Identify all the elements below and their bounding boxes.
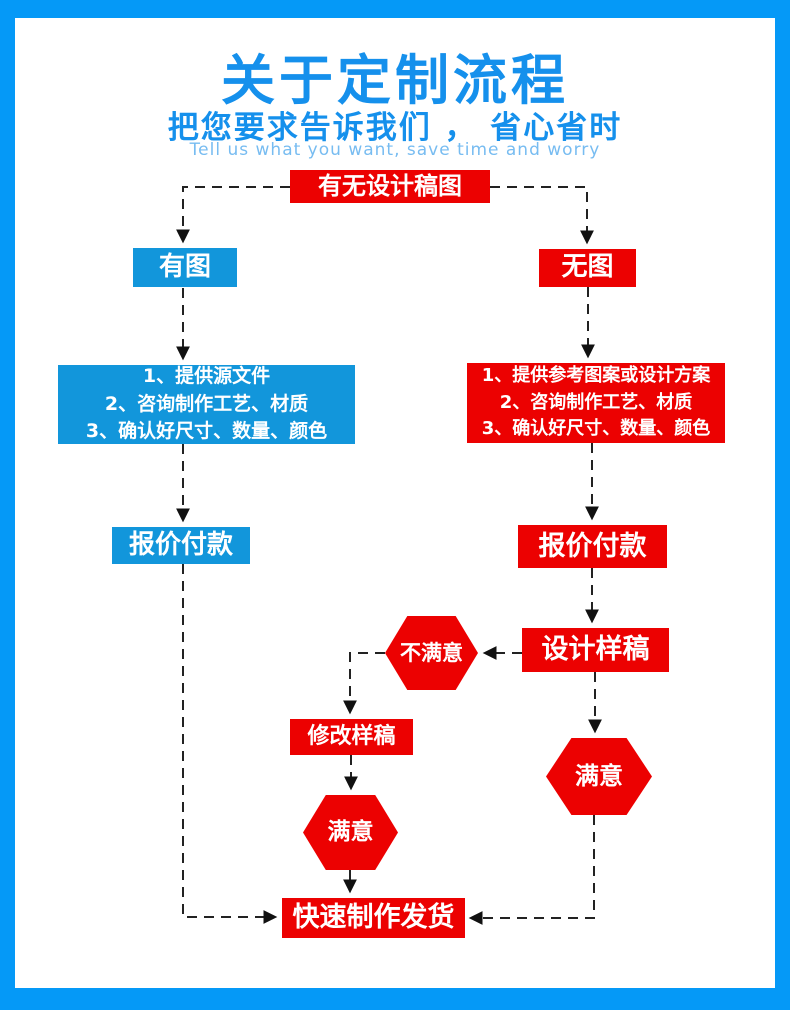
page-subtitle: 把您要求告诉我们 ， 省心省时 <box>167 110 623 146</box>
node-design-draft: 设计样稿 <box>522 628 669 672</box>
page-title: 关于定制流程 <box>221 49 569 112</box>
node-left-steps: 1、提供源文件 2、咨询制作工艺、材质 3、确认好尺寸、数量、颜色 <box>58 365 355 444</box>
right-step-1: 1、提供参考图案或设计方案 <box>481 364 711 386</box>
node-has-image: 有图 <box>133 248 237 287</box>
left-step-2: 2、咨询制作工艺、材质 <box>104 392 309 415</box>
edge-left-quote-final <box>182 564 278 924</box>
node-right-steps: 1、提供参考图案或设计方案 2、咨询制作工艺、材质 3、确认好尺寸、数量、颜色 <box>467 363 725 443</box>
edge-root-no-image <box>490 186 594 245</box>
edge-satisfied-right-final <box>468 815 595 925</box>
node-satisfied-right-hexagon: 满意 <box>546 738 652 815</box>
node-design-question: 有无设计稿图 <box>290 170 490 203</box>
node-quote-pay-right: 报价付款 <box>518 525 667 568</box>
right-step-3: 3、确认好尺寸、数量、颜色 <box>481 418 711 440</box>
node-revise-draft: 修改样稿 <box>290 719 413 755</box>
page-subtitle-en: Tell us what you want, save time and wor… <box>189 140 601 160</box>
node-no-image: 无图 <box>539 249 636 287</box>
node-not-satisfied-hexagon: 不满意 <box>385 616 478 690</box>
node-satisfied-left-hexagon: 满意 <box>303 795 398 870</box>
edge-not-satisfied-revise <box>343 652 385 715</box>
edge-root-has-image <box>176 186 290 244</box>
node-quote-pay-left: 报价付款 <box>112 527 250 564</box>
right-step-2: 2、咨询制作工艺、材质 <box>499 391 693 413</box>
left-step-3: 3、确认好尺寸、数量、颜色 <box>85 420 328 443</box>
left-step-1: 1、提供源文件 <box>142 364 271 387</box>
node-fast-production-shipping: 快速制作发货 <box>282 898 465 938</box>
